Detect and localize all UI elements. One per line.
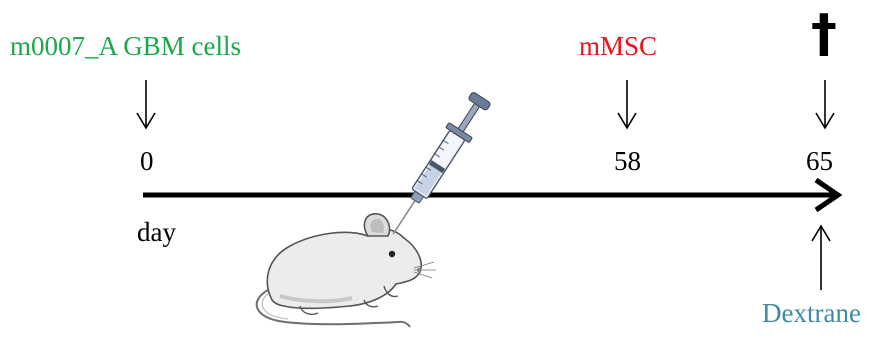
down-arrow-icon bbox=[137, 80, 155, 128]
dextrane-label: Dextrane bbox=[762, 300, 861, 327]
timeline-unit-label: day bbox=[137, 219, 176, 246]
tick-label-day-58: 58 bbox=[614, 148, 641, 175]
gbm-injection-label: m0007_A GBM cells bbox=[10, 33, 241, 60]
down-arrow-icon bbox=[816, 80, 834, 128]
dagger-icon: † bbox=[811, 8, 837, 60]
syringe-icon bbox=[381, 90, 493, 242]
msc-injection-label: mMSC bbox=[579, 33, 657, 60]
tick-label-day-65: 65 bbox=[806, 148, 833, 175]
mouse-icon bbox=[257, 214, 436, 327]
down-arrow-icon bbox=[618, 80, 636, 128]
timeline-axis bbox=[143, 180, 838, 210]
tick-label-day-0: 0 bbox=[140, 148, 154, 175]
up-arrow-icon bbox=[812, 226, 830, 290]
